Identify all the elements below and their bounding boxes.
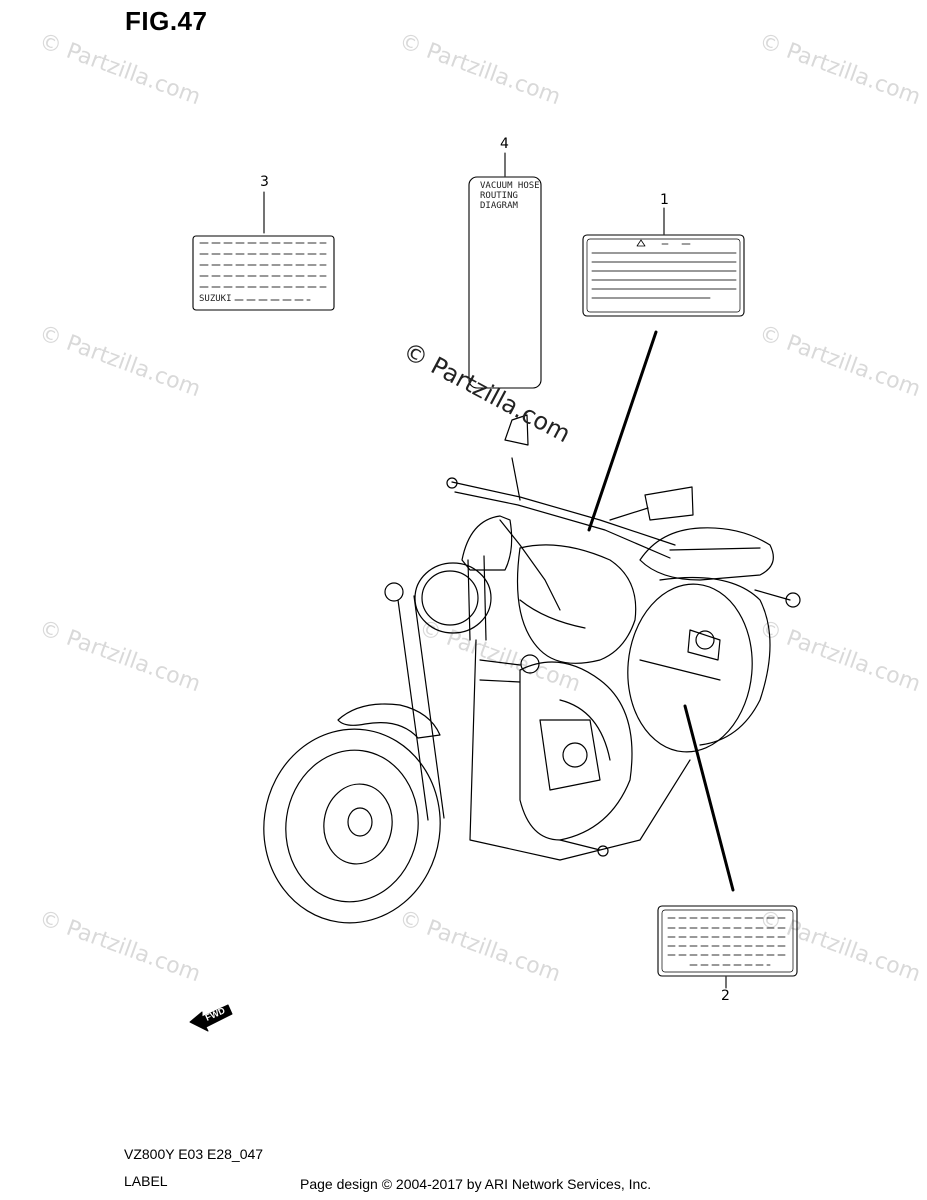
callout-2: 2 (721, 988, 730, 1004)
motorcycle-drawing (263, 414, 801, 924)
label-3-brand: SUZUKI (199, 294, 232, 304)
label-4-line: ROUTING (480, 191, 518, 201)
label-4-line: VACUUM HOSE (480, 181, 540, 191)
callout-4: 4 (500, 136, 509, 152)
label-part-3[interactable] (192, 191, 335, 311)
label-part-1[interactable] (582, 207, 745, 317)
figure-title: FIG.47 (125, 6, 208, 36)
section-name: LABEL (124, 1173, 168, 1189)
fwd-arrow-icon (189, 1004, 233, 1032)
label-part-2[interactable] (657, 905, 798, 989)
label-4-text: VACUUM HOSE ROUTING DIAGRAM (480, 181, 540, 211)
callout-1: 1 (660, 192, 669, 208)
label-part-4[interactable] (468, 152, 542, 389)
model-code: VZ800Y E03 E28_047 (124, 1146, 264, 1162)
label-4-line: DIAGRAM (480, 201, 518, 211)
callout-3: 3 (260, 174, 269, 190)
copyright-notice: Page design © 2004-2017 by ARI Network S… (300, 1176, 652, 1192)
